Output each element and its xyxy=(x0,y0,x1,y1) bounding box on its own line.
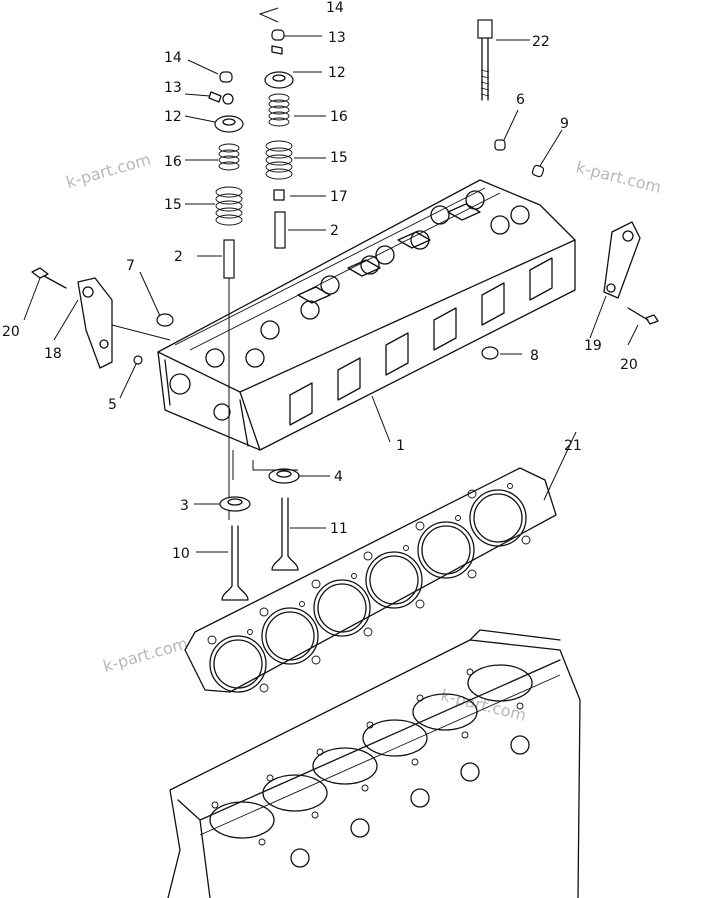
callout-16: 16 xyxy=(330,109,348,125)
callout-5: 5 xyxy=(108,397,117,413)
bolt-left xyxy=(31,267,67,289)
callout-2: 2 xyxy=(330,223,339,239)
gasket-holes xyxy=(207,483,531,693)
callout-10: 10 xyxy=(172,546,190,562)
callout-1: 1 xyxy=(396,438,405,454)
gasket-bores xyxy=(209,489,527,693)
head-exhaust-ports xyxy=(289,257,553,426)
callout-20: 20 xyxy=(620,357,638,373)
head-injector-pads xyxy=(297,203,481,304)
callout-12: 12 xyxy=(164,109,182,125)
callout-2: 2 xyxy=(174,249,183,265)
valve-seals-and-valves xyxy=(219,450,300,601)
callout-6: 6 xyxy=(516,92,525,108)
callout-labels: 14 13 12 16 15 17 2 14 13 12 16 15 2 7 2… xyxy=(2,0,638,562)
callout-22: 22 xyxy=(532,34,550,50)
valve-train-right xyxy=(264,29,294,249)
inner-spring-left xyxy=(218,143,240,171)
block-bores xyxy=(209,664,533,839)
callout-15: 15 xyxy=(164,197,182,213)
head-valve-seats xyxy=(205,190,530,368)
callout-9: 9 xyxy=(560,116,569,132)
cylinder-block-drawing xyxy=(167,629,581,898)
callout-3: 3 xyxy=(180,498,189,514)
watermark-text: k-part.com xyxy=(439,685,528,725)
callout-13: 13 xyxy=(328,30,346,46)
callout-15: 15 xyxy=(330,150,348,166)
inner-spring-right xyxy=(268,93,290,127)
lifting-bracket-right xyxy=(603,221,641,299)
head-bolt xyxy=(477,19,493,101)
callout-14: 14 xyxy=(326,0,344,16)
callout-14: 14 xyxy=(164,50,182,66)
watermark-text: k-part.com xyxy=(64,150,153,192)
block-holes xyxy=(211,668,524,846)
callout-20: 20 xyxy=(2,324,20,340)
callout-11: 11 xyxy=(330,521,348,537)
cylinder-head-drawing xyxy=(157,179,576,451)
head-gasket-drawing xyxy=(184,467,557,693)
leader-lines xyxy=(23,7,639,553)
small-parts xyxy=(133,139,545,365)
watermark-text: k-part.com xyxy=(574,157,663,197)
outer-spring-left xyxy=(215,186,243,226)
outer-spring-right xyxy=(265,140,293,180)
callout-21: 21 xyxy=(564,438,582,454)
callout-12: 12 xyxy=(328,65,346,81)
block-bosses xyxy=(290,735,530,868)
valve-train-left xyxy=(208,71,244,520)
watermark-text: k-part.com xyxy=(101,634,190,676)
callout-16: 16 xyxy=(164,154,182,170)
callout-17: 17 xyxy=(330,189,348,205)
callout-8: 8 xyxy=(530,348,539,364)
callout-4: 4 xyxy=(334,469,343,485)
callout-19: 19 xyxy=(584,338,602,354)
callout-13: 13 xyxy=(164,80,182,96)
lifting-bracket-left xyxy=(77,277,113,369)
callout-18: 18 xyxy=(44,346,62,362)
bolt-right xyxy=(627,307,659,325)
callout-7: 7 xyxy=(126,258,135,274)
